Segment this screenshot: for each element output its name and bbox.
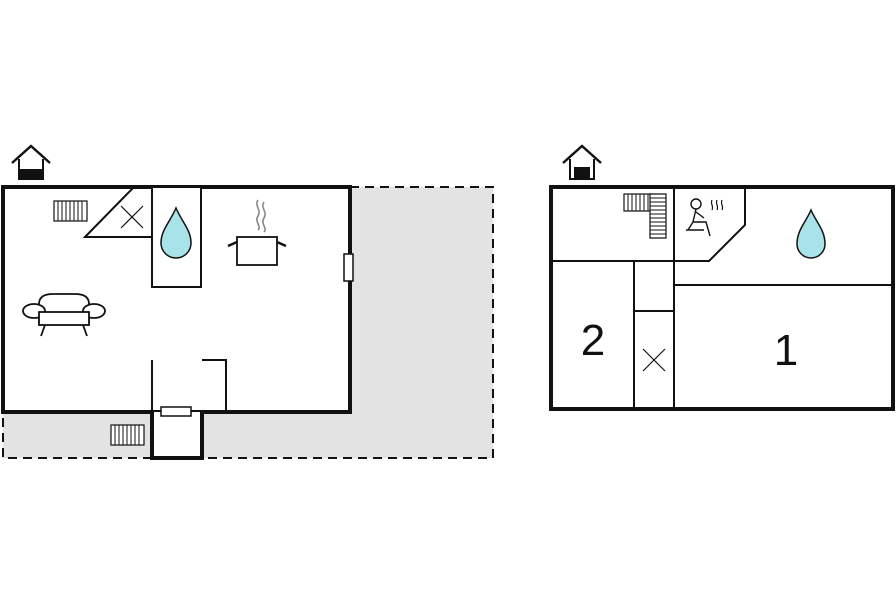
water-drop-icon (796, 208, 826, 259)
stairs-down-icon (120, 205, 144, 229)
room-number-2: 2 (581, 316, 605, 365)
terrace-outline (2, 186, 494, 459)
upper-floor-outer-wall (549, 185, 895, 411)
door-icon (160, 406, 192, 417)
upper-floor-partitions (551, 187, 893, 409)
kitchen-pot-icon (227, 199, 287, 266)
radiator-icon (110, 424, 145, 446)
stairs-icon (649, 193, 667, 239)
upper-floor-plan: 2 1 (549, 144, 895, 411)
sauna-icon (686, 198, 724, 237)
water-drop-icon (160, 206, 192, 259)
terrace-area (3, 187, 493, 458)
room-number-1: 1 (774, 326, 798, 375)
entrance-partition (151, 359, 227, 412)
window-icon (343, 253, 354, 282)
sofa-icon (22, 293, 106, 337)
entrance-porch (150, 412, 204, 460)
stairs-down-icon (642, 348, 666, 372)
radiator-icon (53, 200, 88, 222)
radiator-icon (623, 193, 652, 212)
house-level-icon (11, 144, 51, 180)
house-level-icon (562, 144, 602, 180)
ground-floor-plan (1, 144, 494, 460)
